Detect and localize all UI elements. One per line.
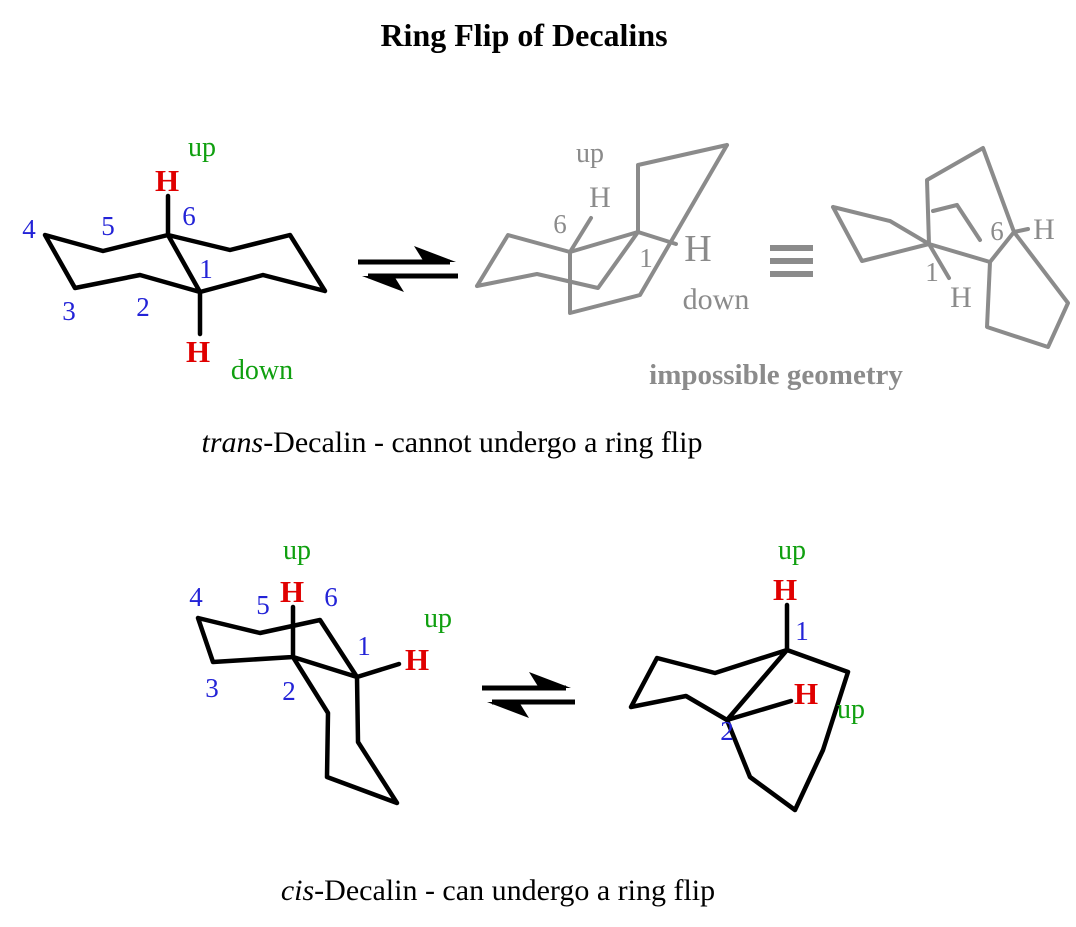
trans-left-h-top: H xyxy=(155,163,179,198)
identity-bar xyxy=(770,245,813,251)
cis-right-c1: 1 xyxy=(795,616,809,646)
cis-left-c3: 3 xyxy=(205,673,219,703)
cis-left-c4: 4 xyxy=(189,582,203,612)
impossible-geometry-label: impossible geometry xyxy=(649,359,903,391)
trans-mid-down-label: down xyxy=(683,283,750,316)
identity-bar xyxy=(770,258,813,264)
trans-decalin-bonds xyxy=(42,193,328,337)
cis-right-h-top: H xyxy=(773,572,797,607)
cis-left-h-top: H xyxy=(280,574,304,609)
trans-left-c1: 1 xyxy=(199,254,213,284)
trans-left-c6: 6 xyxy=(182,201,196,231)
cis-caption: cis-Decalin - can undergo a ring flip xyxy=(281,874,715,907)
cis-flipped-structure: up H 1 H up 2 xyxy=(628,535,865,813)
trans-mid-up-label: up xyxy=(576,138,604,169)
cis-right-up-mid: up xyxy=(837,694,865,725)
impossible-structure-bonds xyxy=(831,146,1070,349)
trans-mid-h-eq: H xyxy=(684,228,711,270)
trans-left-c4: 4 xyxy=(22,214,36,244)
trans-caption-rest: -Decalin - cannot undergo a ring flip xyxy=(263,426,702,459)
cis-decalin-bonds xyxy=(195,604,402,806)
trans-left-c3: 3 xyxy=(62,296,76,326)
trans-flipped-bonds xyxy=(475,143,729,315)
trans-right-h6: H xyxy=(1033,213,1055,246)
trans-left-h-bottom: H xyxy=(186,334,210,369)
equilibrium-arrow-top-icon xyxy=(358,246,458,292)
harpoon-left-head xyxy=(362,276,404,292)
cis-right-up-top: up xyxy=(778,535,806,566)
cis-left-c1: 1 xyxy=(357,631,371,661)
equilibrium-arrow-bottom-icon xyxy=(482,672,575,718)
identity-sign-icon xyxy=(770,245,813,277)
trans-mid-h-axial: H xyxy=(589,181,611,214)
trans-flipped-structure: up H 6 1 H down xyxy=(475,138,750,316)
trans-right-h1: H xyxy=(950,281,972,314)
trans-left-c2: 2 xyxy=(136,292,150,322)
cis-caption-italic: cis xyxy=(281,874,314,907)
trans-decalin-structure: up H 6 4 5 1 3 2 H down xyxy=(22,132,328,386)
cis-right-h-mid: H xyxy=(794,676,818,711)
harpoon-right-head xyxy=(529,672,571,688)
trans-right-c6: 6 xyxy=(990,216,1004,246)
equilibrium-lines xyxy=(358,259,458,279)
trans-caption-italic: trans xyxy=(202,426,264,459)
cis-left-c2: 2 xyxy=(282,676,296,706)
trans-mid-c1: 1 xyxy=(639,243,653,273)
harpoon-left-head xyxy=(487,702,529,718)
cis-right-c2: 2 xyxy=(720,716,734,746)
trans-right-c1: 1 xyxy=(925,257,939,287)
cis-left-c6: 6 xyxy=(324,582,338,612)
identity-bar xyxy=(770,271,813,277)
cis-flipped-bonds xyxy=(628,602,851,813)
equilibrium-lines xyxy=(482,685,575,705)
trans-mid-c6: 6 xyxy=(553,209,567,239)
trans-left-down-label: down xyxy=(231,355,293,386)
trans-left-c5: 5 xyxy=(101,211,115,241)
cis-caption-rest: -Decalin - can undergo a ring flip xyxy=(314,874,715,907)
cis-left-up-top: up xyxy=(283,535,311,566)
trans-caption: trans-Decalin - cannot undergo a ring fl… xyxy=(202,426,703,459)
cis-left-c5: 5 xyxy=(256,590,270,620)
trans-left-up-label: up xyxy=(188,132,216,163)
page-title: Ring Flip of Decalins xyxy=(380,17,667,53)
cis-left-up-right: up xyxy=(424,603,452,634)
impossible-geometry-structure: 6 H 1 H xyxy=(831,146,1070,349)
cis-left-h-right: H xyxy=(405,642,429,677)
harpoon-right-head xyxy=(414,246,456,262)
cis-decalin-structure: up H 4 5 6 up 1 H 3 2 xyxy=(189,535,452,806)
